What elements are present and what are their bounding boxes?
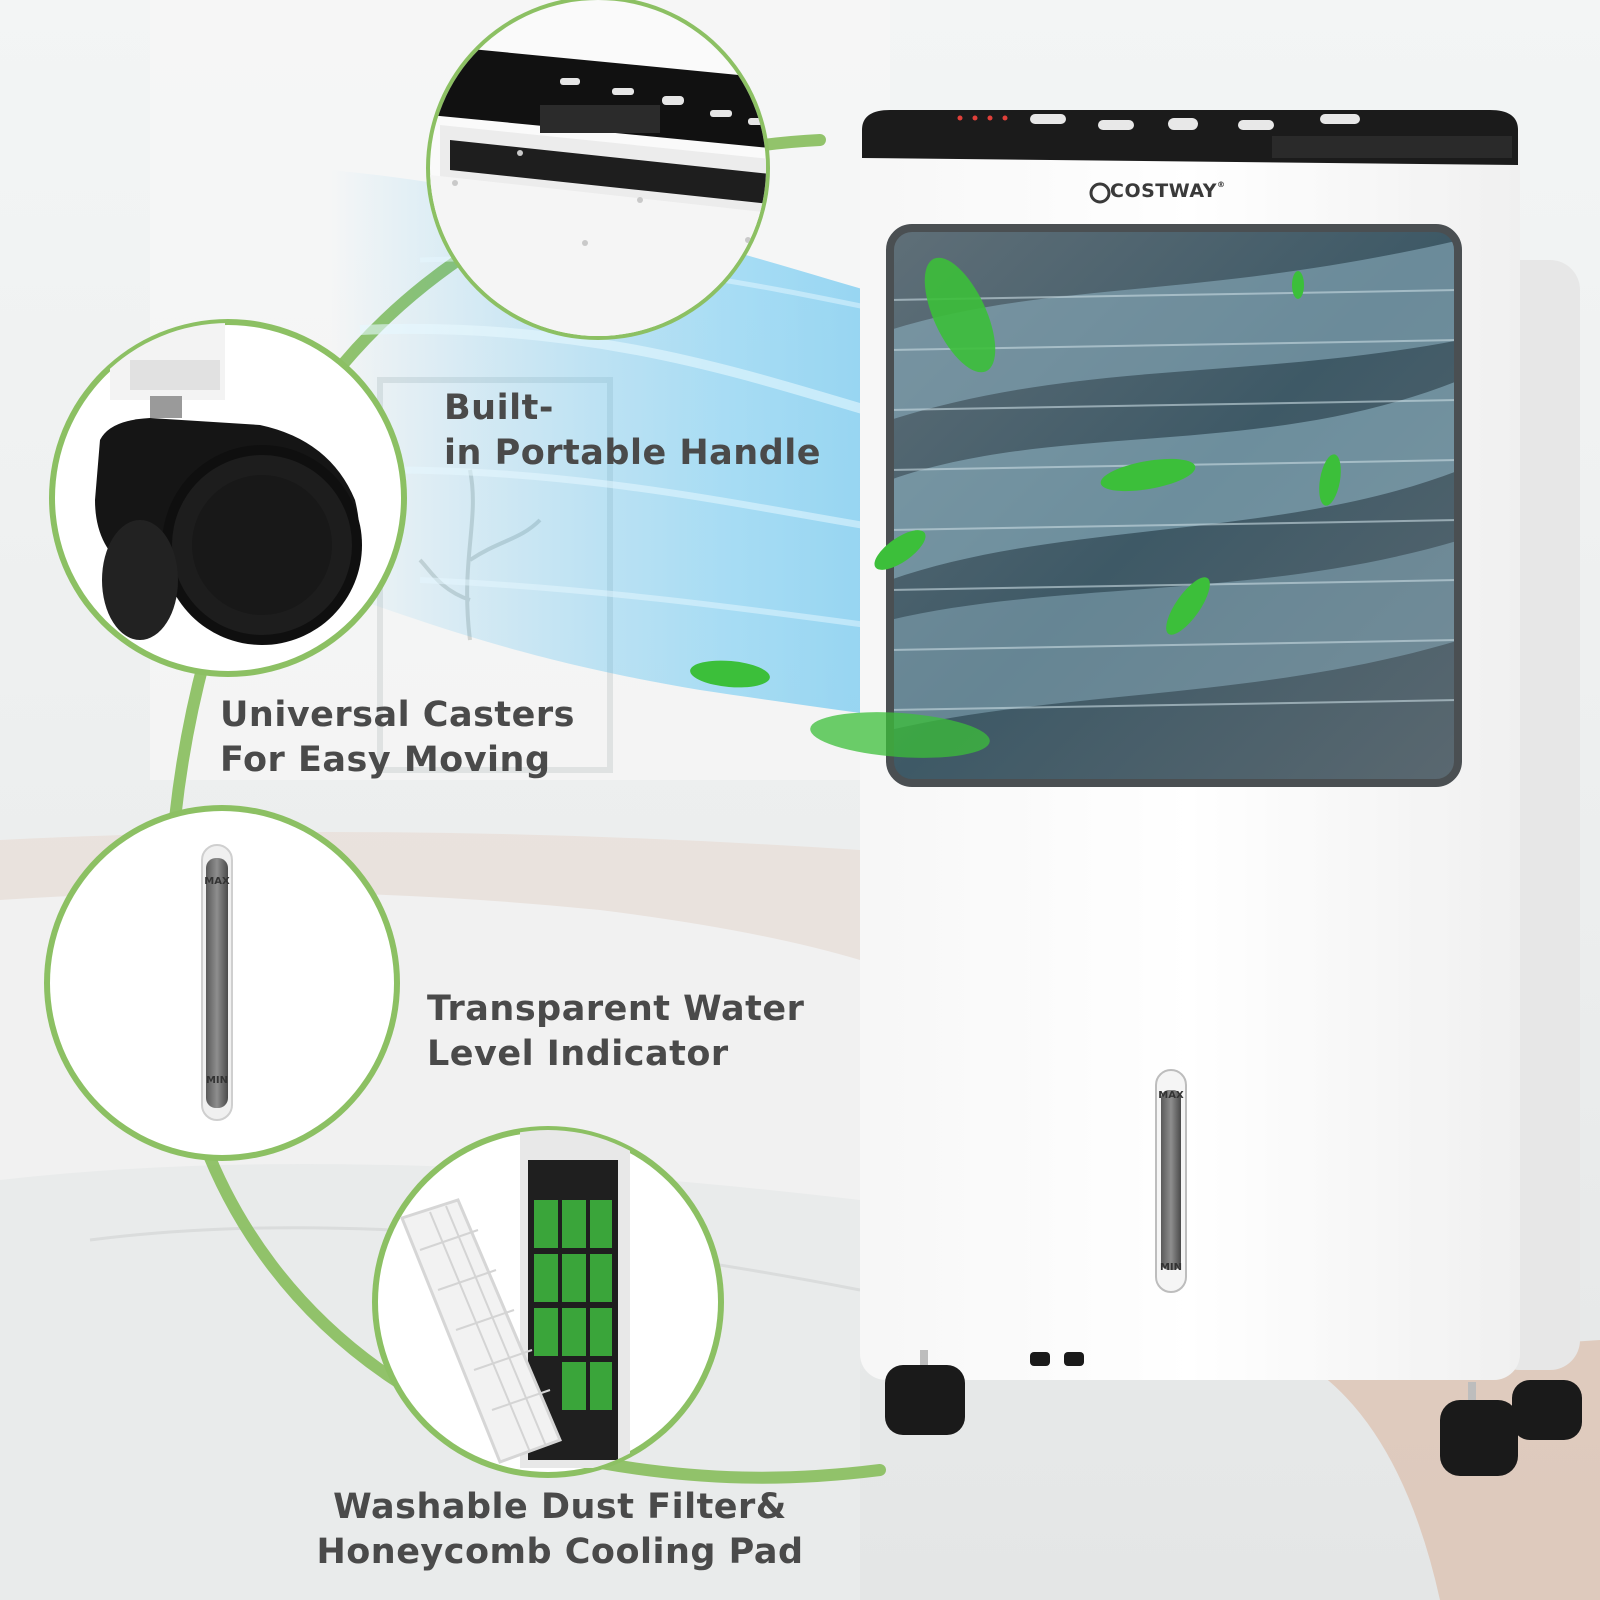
caption-water-line-2: Level Indicator xyxy=(427,1034,729,1074)
floating-leaves xyxy=(690,257,1341,758)
caption-handle-line-2: in Portable Handle xyxy=(444,433,821,473)
brand-logo: COSTWAY® xyxy=(1110,180,1226,202)
front-min-label: MIN xyxy=(1160,1262,1182,1273)
caption-casters-line-2: For Easy Moving xyxy=(220,740,551,780)
caster-wheels xyxy=(885,1350,1582,1476)
caption-water-line-1: Transparent Water xyxy=(427,989,805,1029)
detail-max-label: MAX xyxy=(204,876,230,887)
caption-portable-handle: Built- in Portable Handle xyxy=(444,386,821,476)
detail-min-label: MIN xyxy=(206,1075,228,1086)
brand-name: COSTWAY xyxy=(1110,180,1217,202)
caption-dust-filter-cooling-pad: Washable Dust Filter& Honeycomb Cooling … xyxy=(300,1485,820,1575)
caption-water-level-indicator: Transparent Water Level Indicator xyxy=(427,987,804,1077)
caption-filter-line-1: Washable Dust Filter& xyxy=(333,1487,787,1527)
brand-registered-mark: ® xyxy=(1217,180,1226,189)
caption-universal-casters: Universal Casters For Easy Moving xyxy=(220,693,575,783)
air-cooler-unit: MAX MIN xyxy=(860,110,1582,1476)
caption-filter-line-2: Honeycomb Cooling Pad xyxy=(316,1532,804,1572)
brand-logo-icon xyxy=(1089,182,1111,204)
indicator-lights xyxy=(957,115,1008,121)
detail-handle-image xyxy=(426,0,770,340)
control-buttons xyxy=(1030,114,1360,130)
detail-water-level-image: MAX MIN xyxy=(44,805,400,1161)
caption-handle-line-1: Built- xyxy=(444,388,554,428)
front-max-label: MAX xyxy=(1158,1090,1184,1101)
detail-filter-image xyxy=(372,1126,724,1478)
detail-caster-image xyxy=(49,319,407,677)
caption-casters-line-1: Universal Casters xyxy=(220,695,575,735)
